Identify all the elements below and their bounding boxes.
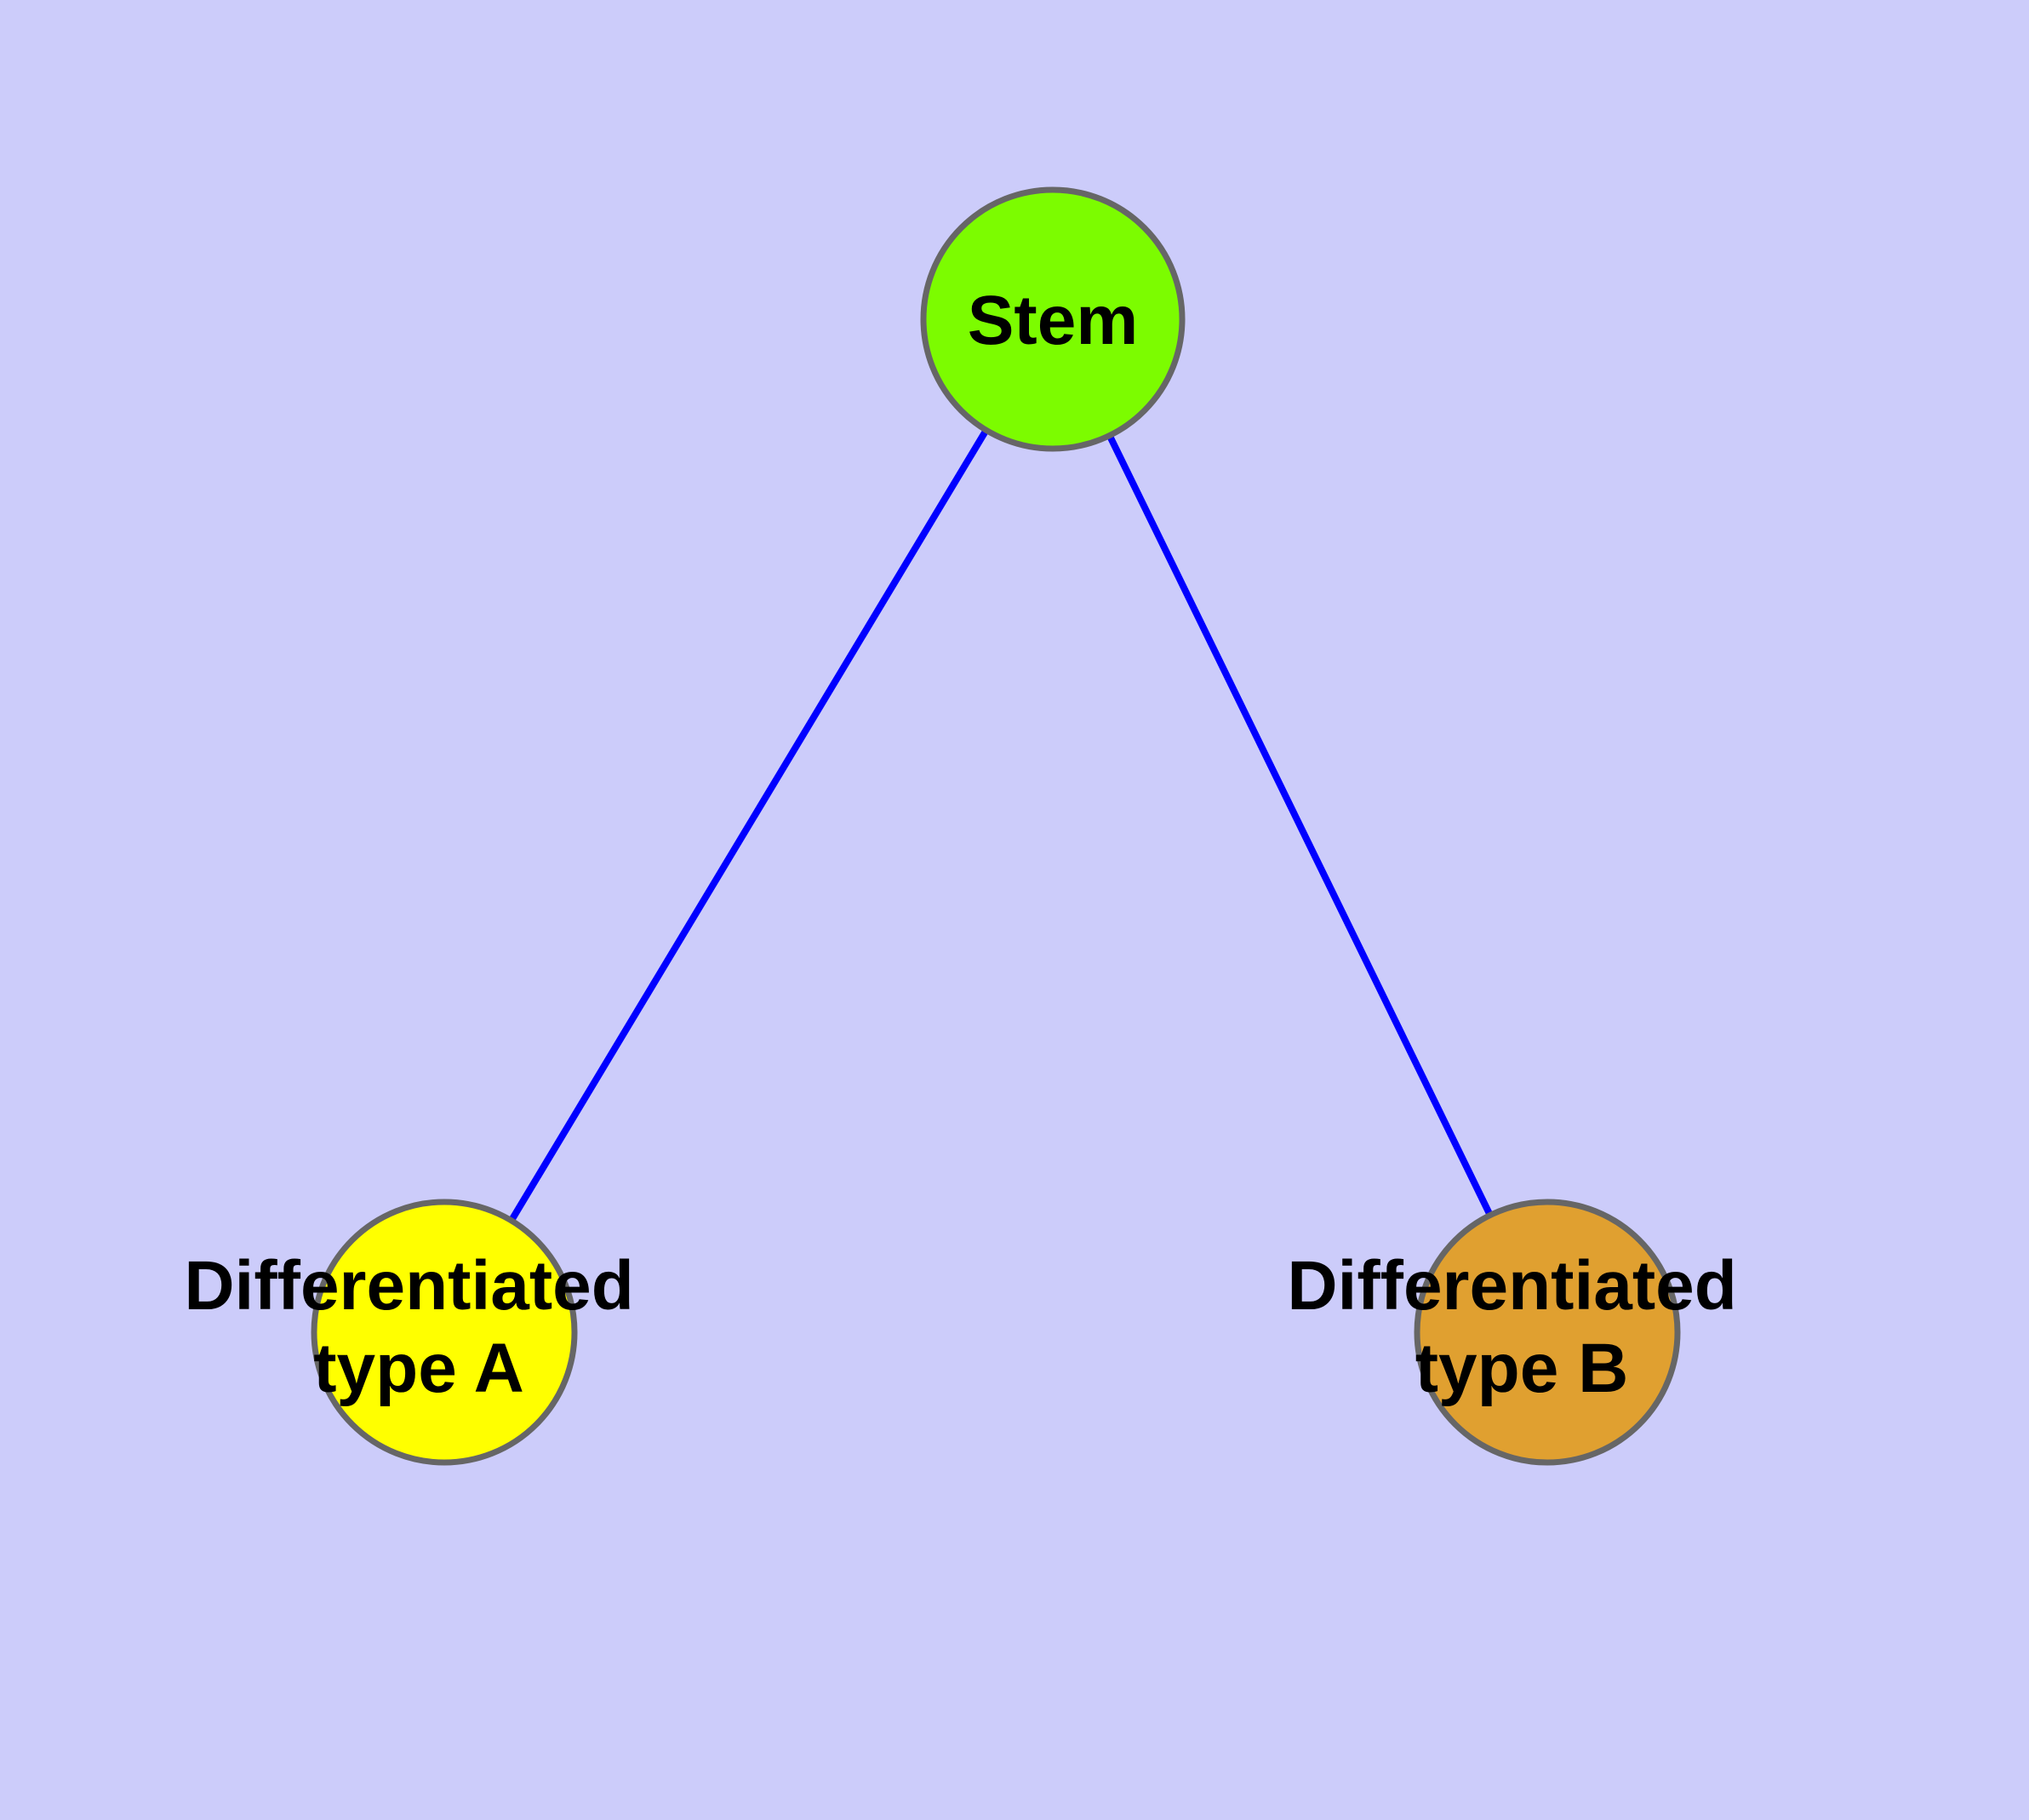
node-differentiated-type-a[interactable]: Differentiated type A	[184, 1199, 653, 1466]
edge-stem-to-differentiated-type-a[interactable]	[441, 317, 1056, 1335]
node-layer: Stem Differentiated type A Differentiate…	[184, 186, 1756, 1466]
node-stem-label: Stem	[968, 282, 1139, 359]
node-differentiated-type-a-label-line-1: Differentiated	[184, 1247, 634, 1325]
node-differentiated-type-a-circle[interactable]	[311, 1199, 578, 1466]
node-differentiated-type-b-circle[interactable]	[1414, 1199, 1681, 1466]
node-differentiated-type-b-label: Differentiated type B	[1287, 1247, 1756, 1407]
node-differentiated-type-a-label-line-2: type A	[313, 1330, 524, 1407]
node-stem-circle[interactable]	[920, 186, 1186, 452]
node-stem[interactable]: Stem	[920, 186, 1186, 452]
node-differentiated-type-b-label-line-2: type B	[1415, 1330, 1629, 1407]
node-differentiated-type-b[interactable]: Differentiated type B	[1287, 1199, 1756, 1466]
node-stem-label-line-1: Stem	[968, 282, 1139, 359]
node-differentiated-type-a-label: Differentiated type A	[184, 1247, 653, 1407]
edge-stem-to-differentiated-type-b[interactable]	[1049, 318, 1551, 1334]
node-differentiated-type-b-label-line-1: Differentiated	[1287, 1247, 1737, 1325]
edge-layer	[441, 317, 1551, 1335]
